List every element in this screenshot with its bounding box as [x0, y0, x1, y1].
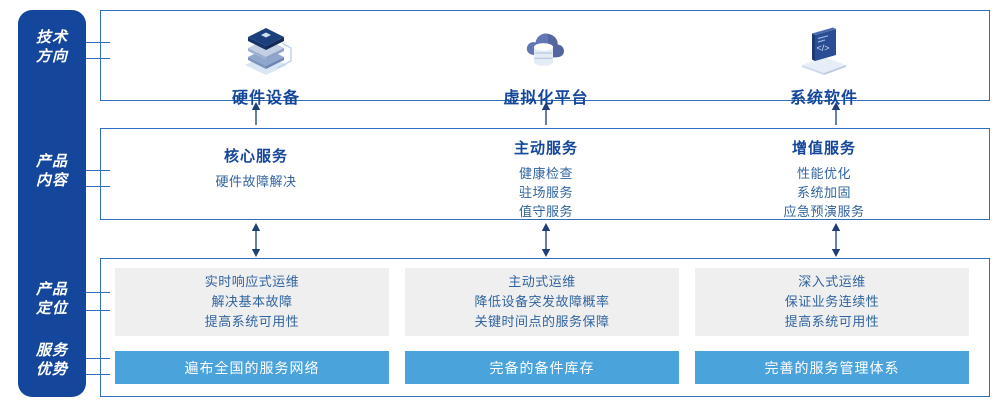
- content-column-proactive-service[interactable]: 主动服务 健康检查 驻场服务 值守服务: [411, 137, 681, 221]
- product-content-panel: 核心服务 硬件故障解决 主动服务 健康检查 驻场服务 值守服务 增值服务 性能优…: [100, 128, 990, 220]
- arrow-up-hardware: [249, 101, 263, 130]
- tech-item-label: 硬件设备: [231, 90, 300, 107]
- arrow-up-system-software: [829, 101, 843, 130]
- content-column-item: 值守服务: [518, 204, 573, 219]
- tech-direction-panel: 硬件设备 虚拟化平台: [100, 10, 990, 107]
- rail-connector: [86, 310, 110, 311]
- positioning-card-line: 提高系统可用性: [204, 314, 300, 329]
- tech-item-hardware[interactable]: 硬件设备: [131, 17, 401, 108]
- rail-label-service-advantage: 服务 优势: [18, 341, 86, 379]
- rail-connector: [86, 170, 110, 171]
- arrow-bidirectional-proactive: [539, 222, 553, 263]
- content-column-item: 系统加固: [796, 185, 851, 200]
- positioning-card-line: 实时响应式运维: [204, 274, 300, 289]
- tech-item-virtualization[interactable]: 虚拟化平台: [411, 17, 681, 108]
- content-column-item: 驻场服务: [518, 185, 573, 200]
- positioning-card-line: 关键时间点的服务保障: [474, 314, 610, 329]
- content-column-title: 主动服务: [513, 140, 578, 157]
- arrow-bidirectional-core: [249, 222, 263, 263]
- content-column-item: 性能优化: [796, 166, 851, 181]
- positioning-card-line: 提高系统可用性: [784, 314, 880, 329]
- advantage-bar-spare-parts[interactable]: 完备的备件库存: [405, 351, 679, 384]
- positioning-card-line: 解决基本故障: [211, 294, 293, 309]
- advantage-bar-management-system[interactable]: 完善的服务管理体系: [695, 351, 969, 384]
- content-column-value-added-service[interactable]: 增值服务 性能优化 系统加固 应急预演服务: [689, 137, 959, 221]
- advantage-bar-service-network[interactable]: 遍布全国的服务网络: [115, 351, 389, 384]
- content-column-title: 增值服务: [791, 140, 856, 157]
- advantage-bar-label: 遍布全国的服务网络: [184, 359, 320, 376]
- rail-label-line: 方向: [35, 48, 68, 65]
- arrow-bidirectional-value-added: [829, 222, 843, 263]
- positioning-card-line: 保证业务连续性: [784, 294, 880, 309]
- rail-connector: [86, 292, 110, 293]
- rail-label-line: 定位: [35, 300, 68, 317]
- rail-label-line: 服务: [35, 342, 68, 359]
- rail-label-product-content: 产品 内容: [18, 152, 86, 190]
- rail-connector: [86, 374, 110, 375]
- rail-connector: [86, 186, 110, 187]
- rail-label-line: 产品: [35, 281, 68, 298]
- positioning-card-indepth[interactable]: 深入式运维 保证业务连续性 提高系统可用性: [695, 268, 969, 336]
- positioning-card-line: 主动式运维: [508, 274, 576, 289]
- tech-item-system-software[interactable]: </> 系统软件: [689, 17, 959, 108]
- cloud-database-icon: [411, 17, 681, 79]
- positioning-card-line: 深入式运维: [798, 274, 866, 289]
- content-column-title: 核心服务: [223, 148, 288, 165]
- laptop-code-icon: </>: [689, 17, 959, 79]
- content-column-item: 健康检查: [518, 166, 573, 181]
- advantage-bar-label: 完备的备件库存: [489, 359, 595, 376]
- rail-label-line: 产品: [35, 153, 68, 170]
- rail-connector: [86, 358, 110, 359]
- content-column-item: 应急预演服务: [783, 204, 865, 219]
- content-column-item: 硬件故障解决: [215, 174, 297, 189]
- advantage-bar-label: 完善的服务管理体系: [764, 359, 900, 376]
- arrow-up-virtualization: [539, 101, 553, 130]
- rail-label-line: 优势: [35, 361, 68, 378]
- server-stack-icon: [131, 17, 401, 79]
- positioning-card-line: 降低设备突发故障概率: [474, 294, 610, 309]
- rail-label-tech-direction: 技术 方向: [18, 28, 86, 66]
- positioning-card-proactive[interactable]: 主动式运维 降低设备突发故障概率 关键时间点的服务保障: [405, 268, 679, 336]
- rail-label-line: 技术: [35, 29, 68, 46]
- positioning-advantage-panel: 实时响应式运维 解决基本故障 提高系统可用性 主动式运维 降低设备突发故障概率 …: [100, 258, 990, 397]
- rail-label-product-positioning: 产品 定位: [18, 280, 86, 318]
- tech-item-label: 虚拟化平台: [503, 90, 589, 107]
- svg-text:</>: </>: [816, 43, 829, 53]
- tech-item-label: 系统软件: [789, 90, 858, 107]
- positioning-card-realtime[interactable]: 实时响应式运维 解决基本故障 提高系统可用性: [115, 268, 389, 336]
- rail-connector: [86, 42, 110, 43]
- category-rail: [18, 10, 86, 397]
- rail-connector: [86, 58, 110, 59]
- rail-label-line: 内容: [35, 172, 68, 189]
- content-column-core-service[interactable]: 核心服务 硬件故障解决: [121, 145, 391, 191]
